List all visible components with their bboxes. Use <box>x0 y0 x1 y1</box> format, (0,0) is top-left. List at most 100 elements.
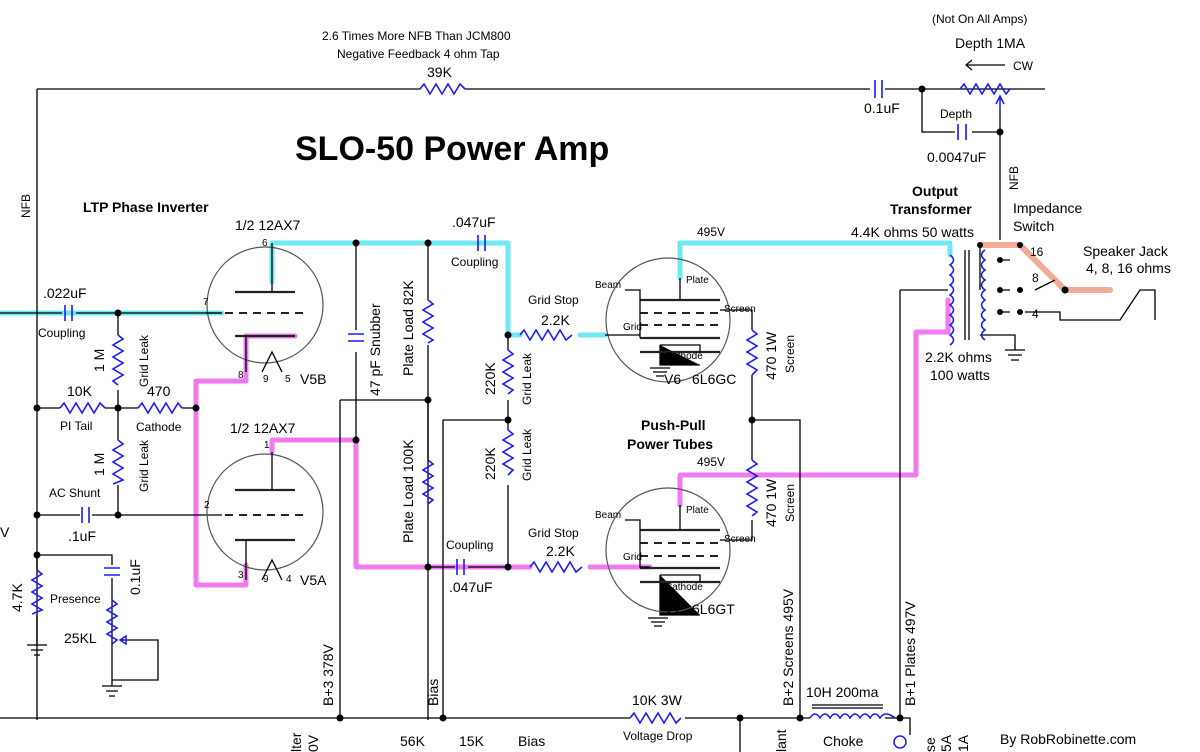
resistor-pi-tail <box>59 401 106 415</box>
plate-voltage-top: 495V <box>697 225 725 239</box>
v5a-label: V5A <box>300 572 327 588</box>
nfb-note-1: 2.6 Times More NFB Than JCM800 <box>322 29 511 43</box>
v7-cathode-label: Cathode <box>665 582 703 593</box>
v7-grid-label: Grid <box>623 552 642 563</box>
screen-res-top-value: 470 1W <box>763 331 779 380</box>
v5a-pin-1: 1 <box>264 440 270 451</box>
ac-shunt-cap-value: .1uF <box>68 528 96 544</box>
v6-label: V6 <box>664 371 681 387</box>
labels: SLO-50 Power Amp 2.6 Times More NFB Than… <box>0 12 1171 752</box>
v6-screen-label: Screen <box>724 304 756 315</box>
cut-se-label: se <box>922 737 938 752</box>
v5a-pin-3: 3 <box>238 570 244 581</box>
resistor-grid-leak-220k-bottom <box>501 429 515 476</box>
coupling-bottom-value: .047uF <box>449 579 493 595</box>
ground-v7 <box>648 575 700 627</box>
speaker-jack-2: 4, 8, 16 ohms <box>1086 260 1171 276</box>
depth-cap-value: 0.0047uF <box>927 149 986 165</box>
nfb-resistor-value: 39K <box>427 64 453 80</box>
cap-presence <box>104 567 120 576</box>
pot-presence-25kl <box>105 599 119 645</box>
v5a-type: 1/2 12AX7 <box>230 420 296 436</box>
grid-leak-bottom-value: 1 M <box>91 453 107 476</box>
resistor-voltage-drop <box>629 711 682 725</box>
res-56k: 56K <box>400 733 426 749</box>
v5a-pin-4: 4 <box>286 574 292 585</box>
cut-filter-label: lter <box>288 732 304 752</box>
v7-plate-label: Plate <box>686 505 709 516</box>
pot-depth <box>959 82 1011 96</box>
v7-label: V7 <box>664 601 681 617</box>
choke <box>809 704 896 720</box>
resistor-screen-top <box>745 329 759 376</box>
resistor-cathode-470 <box>137 401 183 415</box>
v5b-type: 1/2 12AX7 <box>235 217 301 233</box>
grid-leak-220k-bottom-value: 220K <box>482 447 498 480</box>
cut-1a-label: 1A <box>955 734 971 752</box>
grid-leak-top-label: Grid Leak <box>137 334 151 387</box>
choke-value: 10H 200ma <box>806 684 879 700</box>
credit: By RobRobinette.com <box>1000 731 1136 747</box>
v5b-label: V5B <box>300 371 326 387</box>
v5a-pin-9: 9 <box>263 574 269 585</box>
grid-leak-220k-top-label: Grid Leak <box>520 352 534 405</box>
coupling-top-label: Coupling <box>451 255 498 269</box>
presence-label: Presence <box>50 592 101 606</box>
cw-arrow-icon <box>965 59 1005 71</box>
cut-lant-label: lant <box>773 729 789 752</box>
resistor-grid-leak-1m-top <box>111 334 125 386</box>
ground-ot <box>1005 345 1025 361</box>
cathode-res-value: 470 <box>147 383 171 399</box>
power-tubes-heading-1: Push-Pull <box>641 417 706 433</box>
nfb-left-label: NFB <box>19 194 33 218</box>
b2-label: B+2 Screens 495V <box>780 588 796 706</box>
ot-secondary-2: 100 watts <box>930 367 990 383</box>
v6-cathode-label: Cathode <box>665 351 703 362</box>
b1-label: B+1 Plates 497V <box>902 601 918 706</box>
ot-heading-1: Output <box>912 183 958 199</box>
cap-snubber <box>348 333 364 342</box>
cap-coupling-047-bottom <box>456 559 465 575</box>
snubber-label: 47 pF Snubber <box>367 303 383 396</box>
resistor-39k <box>419 82 466 96</box>
resistor-screen-bottom <box>745 459 759 517</box>
plate-voltage-bottom: 495V <box>697 455 725 469</box>
cut-v-label: 0V <box>305 734 321 752</box>
coupling-cap-value: .022uF <box>43 285 87 301</box>
tube-v5b <box>205 243 324 373</box>
speaker-jack-1: Speaker Jack <box>1083 243 1169 259</box>
impedance-switch-2: Switch <box>1013 218 1054 234</box>
pi-heading: LTP Phase Inverter <box>83 199 209 215</box>
coupling-bottom-label: Coupling <box>446 538 493 552</box>
cap-coupling-022 <box>64 305 73 321</box>
resistor-plate-load-82k <box>421 299 435 344</box>
cap-nfb-0.1uf <box>874 80 883 98</box>
grid-stop-top-value: 2.2K <box>541 312 570 328</box>
bias-label: Bias <box>518 733 545 749</box>
ground-pot <box>102 680 122 697</box>
output-transformer <box>948 249 987 346</box>
ot-primary: 4.4K ohms 50 watts <box>851 224 974 240</box>
v7-beam-label: Beam <box>595 510 621 521</box>
cw-label: CW <box>1013 59 1034 73</box>
impedance-switch-1: Impedance <box>1013 200 1082 216</box>
presence-res-value: 4.7K <box>9 583 25 612</box>
tube-v7 <box>605 487 731 613</box>
tube-v5a <box>206 452 324 581</box>
depth-note: (Not On All Amps) <box>932 12 1027 26</box>
screen-res-top-label: Screen <box>783 335 797 373</box>
plate-load-100k-label: Plate Load 100K <box>400 439 416 543</box>
ot-heading-2: Transformer <box>890 201 972 217</box>
v5b-pin-9: 9 <box>263 374 269 385</box>
v5b-pin-6: 6 <box>262 238 268 249</box>
tube-v6 <box>605 257 731 383</box>
edge-v-label: V <box>0 524 10 540</box>
v7-screen-label: Screen <box>724 534 756 545</box>
depth-label: Depth <box>940 107 972 121</box>
v5b-pin-5: 5 <box>285 374 291 385</box>
depth-pot-value: Depth 1MA <box>955 35 1026 51</box>
nfb-right-label: NFB <box>1007 166 1021 190</box>
grid-stop-bottom-value: 2.2K <box>546 543 575 559</box>
resistor-grid-leak-1m-bottom <box>111 439 125 485</box>
v6-plate-label: Plate <box>686 275 709 286</box>
